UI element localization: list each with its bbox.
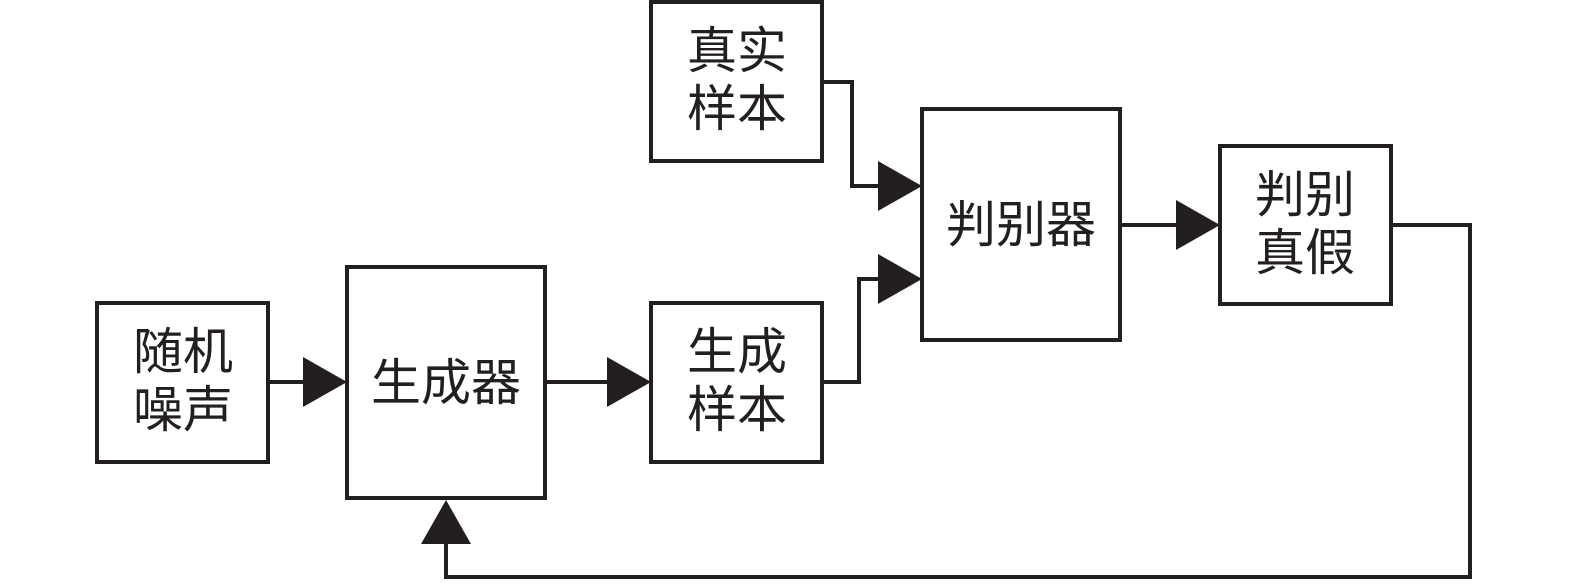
node-judgement: 判别 真假 bbox=[1218, 144, 1393, 306]
node-judgement-line-1: 判别 bbox=[1255, 166, 1355, 224]
arrow-real-to-discriminator bbox=[878, 161, 922, 211]
node-discriminator-label: 判别器 bbox=[946, 196, 1096, 254]
arrow-discriminator-to-judgement bbox=[1176, 200, 1220, 250]
node-generated-samples-line-2: 样本 bbox=[687, 381, 787, 439]
arrow-feedback-to-generator bbox=[421, 500, 471, 544]
node-generated-samples: 生成 样本 bbox=[649, 301, 824, 464]
node-random-noise-line-1: 随机 bbox=[133, 323, 233, 381]
node-generator: 生成器 bbox=[345, 265, 547, 500]
node-real-samples-line-1: 真实 bbox=[687, 22, 787, 80]
edge-real-to-discriminator bbox=[822, 80, 880, 188]
node-generator-label: 生成器 bbox=[371, 354, 521, 412]
edge-feedback-to-generator bbox=[444, 223, 1472, 579]
node-discriminator: 判别器 bbox=[920, 107, 1122, 342]
edge-generated-to-discriminator bbox=[822, 277, 880, 384]
node-judgement-line-2: 真假 bbox=[1255, 224, 1355, 282]
edges bbox=[270, 80, 1472, 579]
node-real-samples-line-2: 样本 bbox=[687, 80, 787, 138]
arrow-generated-to-discriminator bbox=[878, 254, 922, 304]
node-random-noise: 随机 噪声 bbox=[95, 301, 270, 464]
node-generated-samples-line-1: 生成 bbox=[687, 323, 787, 381]
node-real-samples: 真实 样本 bbox=[649, 0, 824, 163]
node-random-noise-line-2: 噪声 bbox=[133, 381, 233, 439]
arrow-generator-to-samples bbox=[607, 357, 651, 407]
arrow-noise-to-generator bbox=[303, 357, 347, 407]
